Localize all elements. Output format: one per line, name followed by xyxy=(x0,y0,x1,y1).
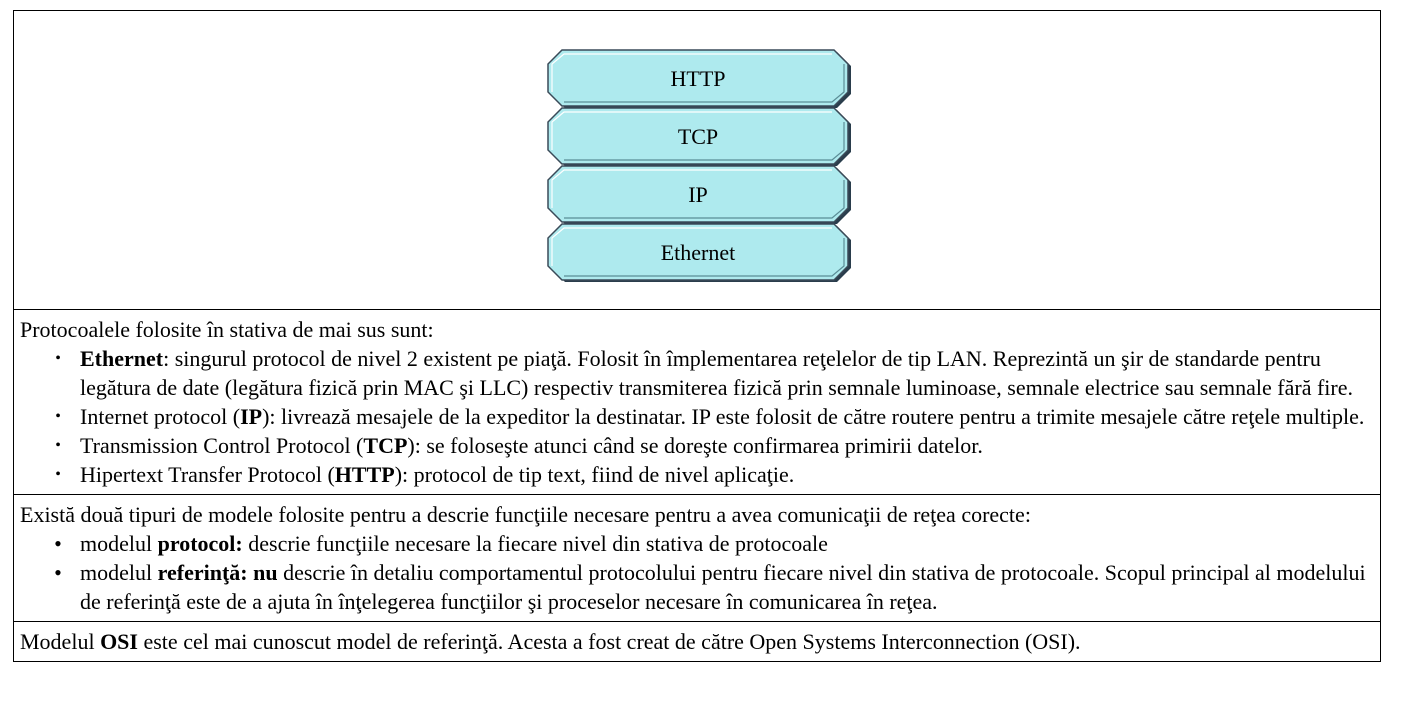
protocols-list: •Ethernet: singurul protocol de nivel 2 … xyxy=(20,344,1372,489)
list-item-ip: •Internet protocol (IP): livrează mesaje… xyxy=(20,402,1372,431)
layer-highlight xyxy=(551,111,832,150)
stack-layer-http: HTTP xyxy=(547,49,851,108)
layer-label: IP xyxy=(688,182,708,207)
protocol-stack-cell: HTTP TCP IP Ethernet xyxy=(14,11,1380,309)
osi-description-cell: Modelul OSI este cel mai cunoscut model … xyxy=(14,621,1380,661)
term-tcp: TCP xyxy=(363,433,408,458)
term-http: HTTP xyxy=(334,462,395,487)
layer-highlight xyxy=(551,53,832,92)
term-ethernet: Ethernet xyxy=(80,346,164,371)
layer-inner-shade xyxy=(564,238,845,277)
protocol-stack-diagram: HTTP TCP IP Ethernet xyxy=(547,49,851,282)
term-osi: OSI xyxy=(100,629,138,654)
list-item-http: •Hipertext Transfer Protocol (HTTP): pro… xyxy=(20,460,1372,489)
models-intro: Există două tipuri de modele folosite pe… xyxy=(20,502,1031,527)
layer-inner-shade xyxy=(564,180,845,219)
document-table: HTTP TCP IP Ethernet Protocoalele folosite … xyxy=(13,10,1381,662)
bullet-icon: • xyxy=(54,531,62,556)
layer-inner-shade xyxy=(564,122,845,161)
bullet-icon: • xyxy=(55,466,61,483)
term-ip: IP xyxy=(240,404,263,429)
layer-inner-shade xyxy=(564,64,845,103)
protocols-intro: Protocoalele folosite în stativa de mai … xyxy=(20,317,434,342)
layer-box xyxy=(547,165,849,223)
layer-label: TCP xyxy=(678,124,718,149)
layer-label: Ethernet xyxy=(661,240,736,265)
stack-layer-ip: IP xyxy=(547,165,851,224)
layer-highlight xyxy=(551,169,832,208)
models-list: •modelul protocol: descrie funcţiile nec… xyxy=(20,529,1372,616)
stack-layer-ethernet: Ethernet xyxy=(547,223,851,282)
layer-box xyxy=(547,223,849,281)
osi-paragraph: Modelul OSI este cel mai cunoscut model … xyxy=(20,629,1081,654)
list-item-ethernet: •Ethernet: singurul protocol de nivel 2 … xyxy=(20,344,1372,402)
layer-label: HTTP xyxy=(671,66,726,91)
bullet-icon: • xyxy=(55,350,61,367)
list-item-protocol-model: •modelul protocol: descrie funcţiile nec… xyxy=(20,529,1372,558)
list-item-reference-model: •modelul referinţă: nu descrie în detali… xyxy=(20,558,1372,616)
term-protocol: protocol: xyxy=(157,531,243,556)
protocols-description-cell: Protocoalele folosite în stativa de mai … xyxy=(14,309,1380,494)
term-reference: referinţă: nu xyxy=(157,560,278,585)
list-item-tcp: •Transmission Control Protocol (TCP): se… xyxy=(20,431,1372,460)
layer-box xyxy=(547,49,849,107)
models-description-cell: Există două tipuri de modele folosite pe… xyxy=(14,494,1380,621)
layer-box xyxy=(547,107,849,165)
bullet-icon: • xyxy=(55,408,61,425)
bullet-icon: • xyxy=(54,560,62,585)
layer-highlight xyxy=(551,227,832,266)
bullet-icon: • xyxy=(55,437,61,454)
stack-layer-tcp: TCP xyxy=(547,107,851,166)
